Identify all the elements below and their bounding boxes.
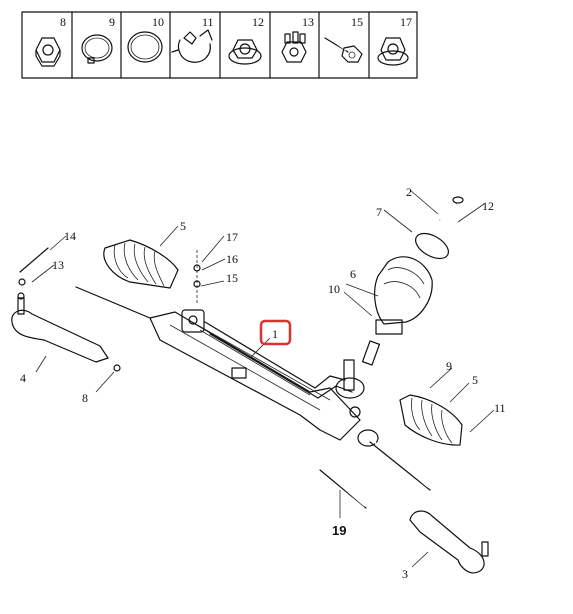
callout-labels: 1 2 3 4 5 5 6 7 8 9 10 11 12 13 14 15 16… (20, 185, 506, 581)
legend-num-9: 9 (109, 15, 115, 29)
legend-table: 8 9 10 11 12 13 15 17 (21, 11, 418, 79)
legend-num-11: 11 (202, 15, 214, 29)
legend-num-8: 8 (60, 15, 66, 29)
ring-icon (127, 31, 163, 63)
callout-11: 11 (494, 401, 506, 415)
legend-num-12: 12 (252, 15, 264, 29)
callout-1: 1 (272, 327, 278, 341)
callout-3: 3 (402, 567, 408, 581)
callout-19: 19 (332, 523, 346, 538)
callout-7: 7 (376, 205, 382, 219)
pinion-boot (374, 256, 433, 335)
callout-5-left: 5 (180, 219, 186, 233)
washer-nut-icon (377, 37, 409, 66)
clamp-ring-icon (81, 34, 113, 64)
callout-6: 6 (350, 267, 356, 281)
callout-13: 13 (52, 258, 64, 272)
pinion-shaft (343, 359, 355, 391)
left-mount-bracket (181, 309, 205, 333)
callout-2: 2 (406, 185, 412, 199)
hex-nut-icon (35, 37, 61, 67)
callout-12: 12 (482, 199, 494, 213)
highlight-box-part-1 (259, 319, 292, 346)
legend-num-15: 15 (351, 15, 363, 29)
left-boot (103, 239, 179, 289)
flange-nut-icon (228, 39, 262, 65)
legend-num-13: 13 (302, 15, 314, 29)
callout-17: 17 (226, 230, 238, 244)
callout-5-right: 5 (472, 373, 478, 387)
right-boot (399, 394, 463, 446)
leader-lines (31, 189, 495, 568)
callout-9: 9 (446, 359, 452, 373)
legend-num-10: 10 (152, 15, 164, 29)
right-tie-rod-end (409, 510, 489, 574)
steering-rack-assembly (11, 196, 489, 574)
callout-16: 16 (226, 252, 238, 266)
callout-4: 4 (20, 371, 26, 385)
left-tie-rod-end (11, 292, 121, 372)
callout-10: 10 (328, 282, 340, 296)
hose-clip-icon (171, 29, 213, 63)
bolt-icon (324, 35, 363, 63)
callout-8: 8 (82, 391, 88, 405)
legend-num-17: 17 (400, 15, 412, 29)
castle-nut-icon (281, 31, 307, 63)
callout-14: 14 (64, 229, 76, 243)
callout-15: 15 (226, 271, 238, 285)
